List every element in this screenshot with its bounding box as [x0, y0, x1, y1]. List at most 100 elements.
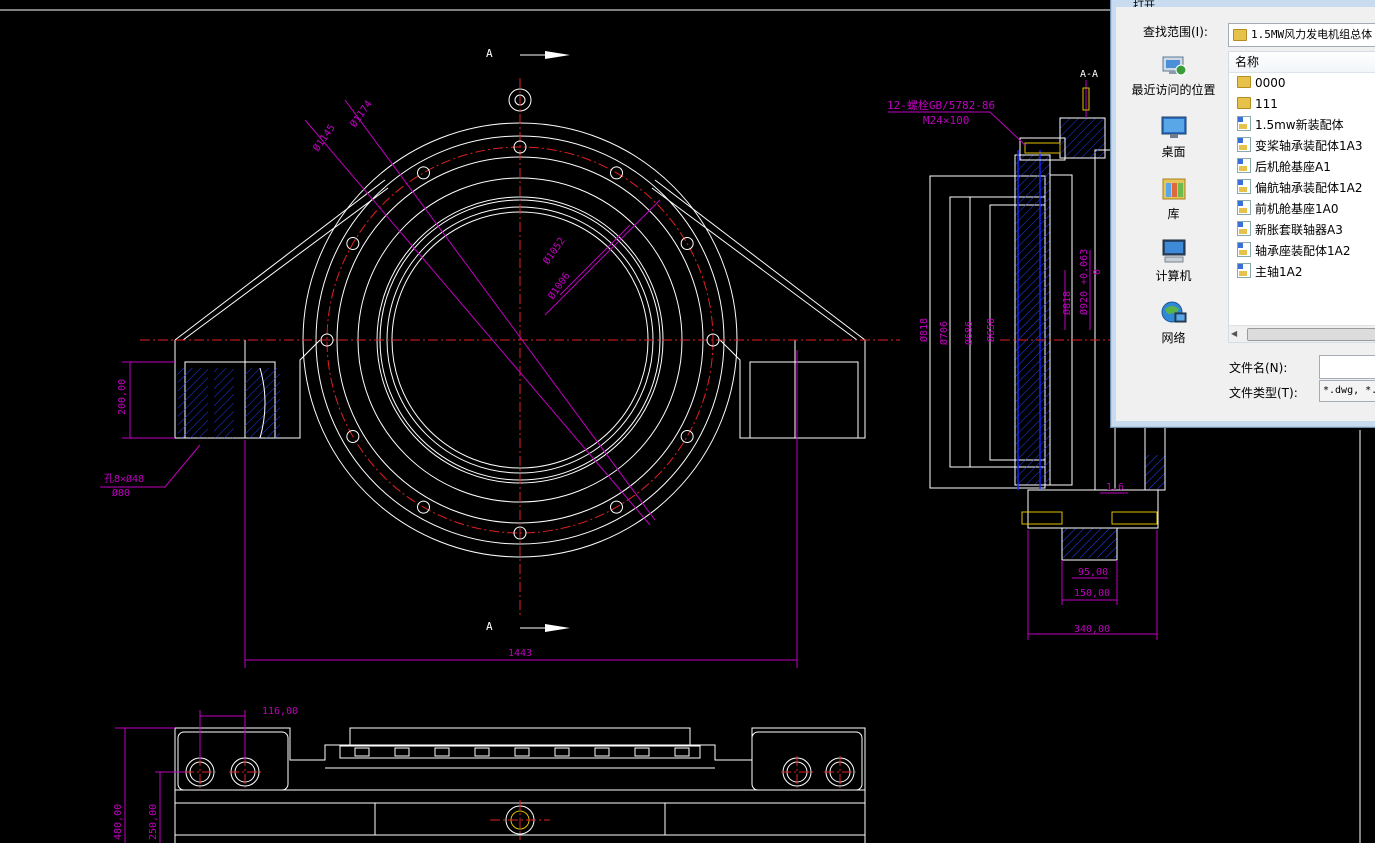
file-rows: 0000 111 1.5mw新装配体 变桨轴承装配体1A3 后机舱基座A1 偏航…: [1229, 73, 1375, 283]
scroll-left-icon[interactable]: ◀: [1231, 329, 1238, 338]
dim-d650: Ø650: [985, 318, 997, 342]
dim-w150: 150,00: [1074, 588, 1110, 599]
file-list[interactable]: 名称 0000 111 1.5mw新装配体 变桨轴承装配体1A3 后机舱基座A1…: [1228, 51, 1375, 343]
dwg-file-icon: [1237, 242, 1251, 257]
bolt-note-1: 12-螺栓GB/5782-86: [887, 98, 995, 112]
file-row[interactable]: 轴承座装配体1A2: [1229, 241, 1375, 262]
plan-bolt-marker: [594, 747, 610, 757]
dwg-file-icon: [1237, 137, 1251, 152]
plan-bolt-marker: [394, 747, 410, 757]
place-label: 库: [1167, 207, 1180, 221]
folder-icon: [1233, 29, 1247, 41]
hole-note-1: 孔8×Ø48: [104, 473, 144, 485]
place-network[interactable]: 网络: [1116, 299, 1231, 346]
libraries-icon: [1159, 175, 1189, 203]
file-row[interactable]: 主轴1A2: [1229, 262, 1375, 283]
horizontal-scrollbar[interactable]: ◀: [1229, 325, 1375, 342]
dim-d920: Ø920 +0.063: [1078, 249, 1090, 315]
dim-d1174: Ø1174: [348, 98, 375, 130]
folder-icon: [1237, 76, 1251, 88]
bolt-hole: [417, 500, 430, 514]
plan-bolt-marker: [674, 747, 690, 757]
filetype-select[interactable]: *.dwg, *.: [1319, 380, 1375, 402]
section-mark-bottom: A: [486, 620, 493, 633]
bolt-hole: [346, 237, 360, 250]
filename-label: 文件名(N):: [1229, 361, 1288, 375]
place-label: 桌面: [1161, 145, 1186, 159]
place-computer[interactable]: 计算机: [1116, 237, 1231, 284]
recent-places-icon: [1159, 51, 1189, 79]
file-row[interactable]: 偏航轴承装配体1A2: [1229, 178, 1375, 199]
dwg-file-icon: [1237, 116, 1251, 131]
hole-note-2: Ø80: [112, 487, 130, 499]
bolt-note-2: M24×100: [923, 114, 969, 127]
open-file-dialog[interactable]: 打开 查找范围(I): 1.5MW风力发电机组总体 最近访问的位置 桌面: [1110, 0, 1375, 428]
dim-h200: 200,00: [117, 379, 128, 415]
dim-d1052: Ø1052: [541, 235, 568, 267]
plan-bolt-marker: [634, 747, 650, 757]
place-libraries[interactable]: 库: [1116, 175, 1231, 222]
section-view: [888, 80, 1166, 640]
dim-w95: 95,00: [1078, 567, 1108, 578]
computer-icon: [1159, 237, 1189, 265]
network-icon: [1159, 299, 1189, 327]
place-desktop[interactable]: 桌面: [1116, 113, 1231, 160]
file-row[interactable]: 变桨轴承装配体1A3: [1229, 136, 1375, 157]
plan-bolt-marker: [354, 747, 370, 757]
front-view: [100, 51, 900, 668]
filename-input[interactable]: [1319, 355, 1375, 379]
look-in-label: 查找范围(I):: [1143, 25, 1208, 39]
dim-w116: 116,00: [262, 706, 298, 717]
look-in-dropdown[interactable]: 1.5MW风力发电机组总体: [1228, 23, 1375, 47]
bolt-hole: [610, 500, 623, 514]
dim-d818a: Ø818: [918, 318, 930, 342]
bolt-hole: [680, 430, 694, 443]
scrollbar-thumb[interactable]: [1247, 328, 1375, 341]
section-title: A-A: [1080, 69, 1098, 80]
place-label: 网络: [1161, 331, 1186, 345]
file-row[interactable]: 前机舱基座1A0: [1229, 199, 1375, 220]
bolt-hole: [513, 140, 527, 154]
dim-d706: Ø706: [938, 321, 950, 345]
dim-w1443: 1443: [508, 648, 532, 659]
bolt-hole: [680, 237, 694, 250]
bolt-hole: [513, 526, 527, 540]
dim-d920-lower: 0: [1092, 269, 1103, 275]
file-row[interactable]: 111: [1229, 94, 1375, 115]
dwg-file-icon: [1237, 158, 1251, 173]
bolt-hole: [706, 333, 720, 347]
dim-h250: 250,00: [148, 804, 159, 840]
bolt-hole: [346, 430, 360, 443]
plan-bolt-marker: [474, 747, 490, 757]
place-label: 最近访问的位置: [1131, 83, 1216, 97]
dim-w340: 340,00: [1074, 624, 1110, 635]
place-recent[interactable]: 最近访问的位置: [1116, 51, 1231, 98]
dwg-file-icon: [1237, 263, 1251, 278]
bolt-hole: [417, 166, 430, 180]
section-mark-top: A: [486, 47, 493, 60]
plan-bolt-marker: [514, 747, 530, 757]
file-row[interactable]: 1.5mw新装配体: [1229, 115, 1375, 136]
dim-d686: Ø686: [963, 321, 975, 345]
desktop-icon: [1159, 113, 1189, 141]
place-label: 计算机: [1155, 269, 1192, 283]
column-header-name[interactable]: 名称: [1229, 52, 1375, 73]
filetype-label: 文件类型(T):: [1229, 386, 1298, 400]
folder-icon: [1237, 97, 1251, 109]
places-bar: 最近访问的位置 桌面 库 计算机: [1116, 51, 1226, 371]
dim-h480: 480,00: [113, 804, 124, 840]
plan-bolt-marker: [554, 747, 570, 757]
dim-d1145: Ø1145: [311, 122, 338, 154]
file-row[interactable]: 新胀套联轴器A3: [1229, 220, 1375, 241]
file-row[interactable]: 后机舱基座A1: [1229, 157, 1375, 178]
dwg-file-icon: [1237, 179, 1251, 194]
plan-bolt-marker: [434, 747, 450, 757]
dim-w16: 1.6: [1106, 482, 1124, 493]
bolt-hole: [610, 166, 623, 180]
dim-d818b: Ø818: [1061, 291, 1073, 315]
plan-view: [115, 710, 866, 843]
file-row[interactable]: 0000: [1229, 73, 1375, 94]
dwg-file-icon: [1237, 221, 1251, 236]
bolt-hole: [320, 333, 334, 347]
